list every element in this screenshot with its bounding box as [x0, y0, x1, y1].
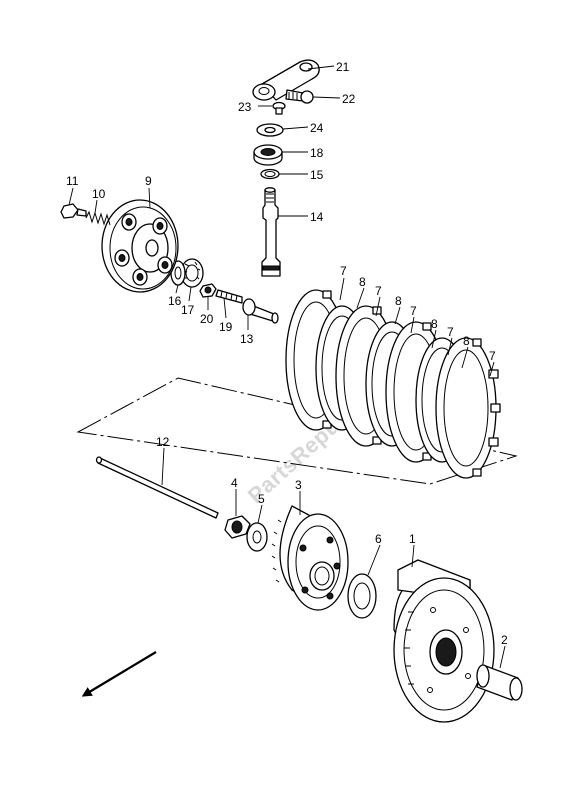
- callout-15: 15: [310, 168, 324, 182]
- callout-8a: 8: [359, 275, 366, 289]
- oil-seal: [253, 144, 283, 166]
- callout-7a: 7: [340, 264, 347, 278]
- callout-22: 22: [342, 92, 356, 106]
- callout-8b: 8: [395, 294, 402, 308]
- callout-3: 3: [295, 478, 302, 492]
- callout-10: 10: [92, 187, 106, 201]
- callout-6: 6: [375, 532, 382, 546]
- callout-20: 20: [200, 312, 214, 326]
- spring-bolt: [60, 203, 87, 219]
- callout-7d: 7: [447, 325, 454, 339]
- callout-2: 2: [501, 633, 508, 647]
- o-ring: [260, 168, 280, 180]
- callout-24: 24: [310, 121, 324, 135]
- callout-1: 1: [409, 532, 416, 546]
- pressure-plate: [101, 199, 179, 293]
- callout-7c: 7: [410, 304, 417, 318]
- spacer: [476, 664, 523, 701]
- callout-9: 9: [145, 174, 152, 188]
- callout-21: 21: [336, 60, 350, 74]
- clutch-spring: [85, 210, 111, 226]
- callout-18: 18: [310, 146, 324, 160]
- release-shaft: [261, 187, 281, 277]
- callout-12: 12: [156, 435, 170, 449]
- nut: [224, 515, 251, 539]
- callout-17: 17: [181, 303, 195, 317]
- callout-19: 19: [219, 320, 233, 334]
- callout-23: 23: [238, 100, 252, 114]
- lock-nut: [199, 283, 217, 298]
- release-arm: [252, 59, 320, 101]
- callout-11: 11: [66, 174, 79, 188]
- washer: [256, 123, 284, 137]
- drive-plate-4: [435, 337, 501, 479]
- callout-7e: 7: [489, 349, 496, 363]
- needle-bearing: [180, 258, 204, 288]
- lock-washer: [246, 522, 268, 552]
- thrust-washer: [347, 573, 377, 619]
- clutch-sleeve-hub: [271, 505, 349, 611]
- arm-bolt: [285, 89, 314, 104]
- push-rod-long: [95, 456, 219, 519]
- callout-8c: 8: [431, 317, 438, 331]
- leader-lines: [68, 65, 506, 669]
- callout-7b: 7: [375, 284, 382, 298]
- callout-4: 4: [231, 476, 238, 490]
- direction-arrow: [81, 651, 157, 697]
- callouts: 21 22 23 24 18 15 14 11 10 9 16 17 20 19…: [66, 60, 508, 647]
- callout-8d: 8: [463, 334, 470, 348]
- screw: [272, 101, 286, 115]
- clutch-housing: [393, 559, 495, 723]
- adjust-screw: [215, 289, 243, 304]
- assembly-plane: [76, 377, 518, 485]
- callout-16: 16: [168, 294, 182, 308]
- callout-14: 14: [310, 210, 324, 224]
- callout-13: 13: [240, 332, 254, 346]
- push-piece: [242, 298, 279, 324]
- callout-5: 5: [258, 492, 265, 506]
